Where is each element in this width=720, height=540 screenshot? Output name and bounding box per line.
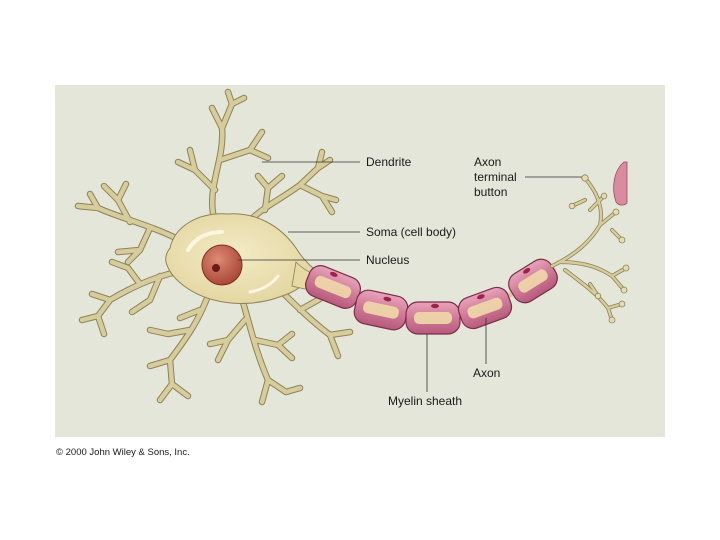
- label-myelin-sheath: Myelin sheath: [388, 394, 462, 408]
- label-axon-terminal-line1: Axon: [474, 155, 501, 169]
- label-axon-terminal: Axon terminal button: [474, 155, 520, 199]
- leader-lines: [238, 161, 582, 392]
- dendrites: [74, 88, 354, 406]
- nucleus: [201, 244, 243, 286]
- label-nucleus: Nucleus: [366, 253, 409, 267]
- soma-highlight-2: [248, 274, 280, 294]
- label-axon: Axon: [473, 366, 500, 380]
- label-soma: Soma (cell body): [366, 225, 456, 239]
- axon-terminal: [550, 174, 630, 324]
- nucleolus: [212, 264, 220, 272]
- label-axon-terminal-line3: button: [474, 185, 507, 199]
- target-cell: [613, 161, 628, 206]
- label-dendrite: Dendrite: [366, 155, 412, 169]
- myelin-sheath: [304, 258, 558, 335]
- copyright-notice: © 2000 John Wiley & Sons, Inc.: [56, 447, 190, 458]
- soma-highlight: [186, 230, 224, 252]
- label-axon-terminal-line2: terminal: [474, 170, 517, 184]
